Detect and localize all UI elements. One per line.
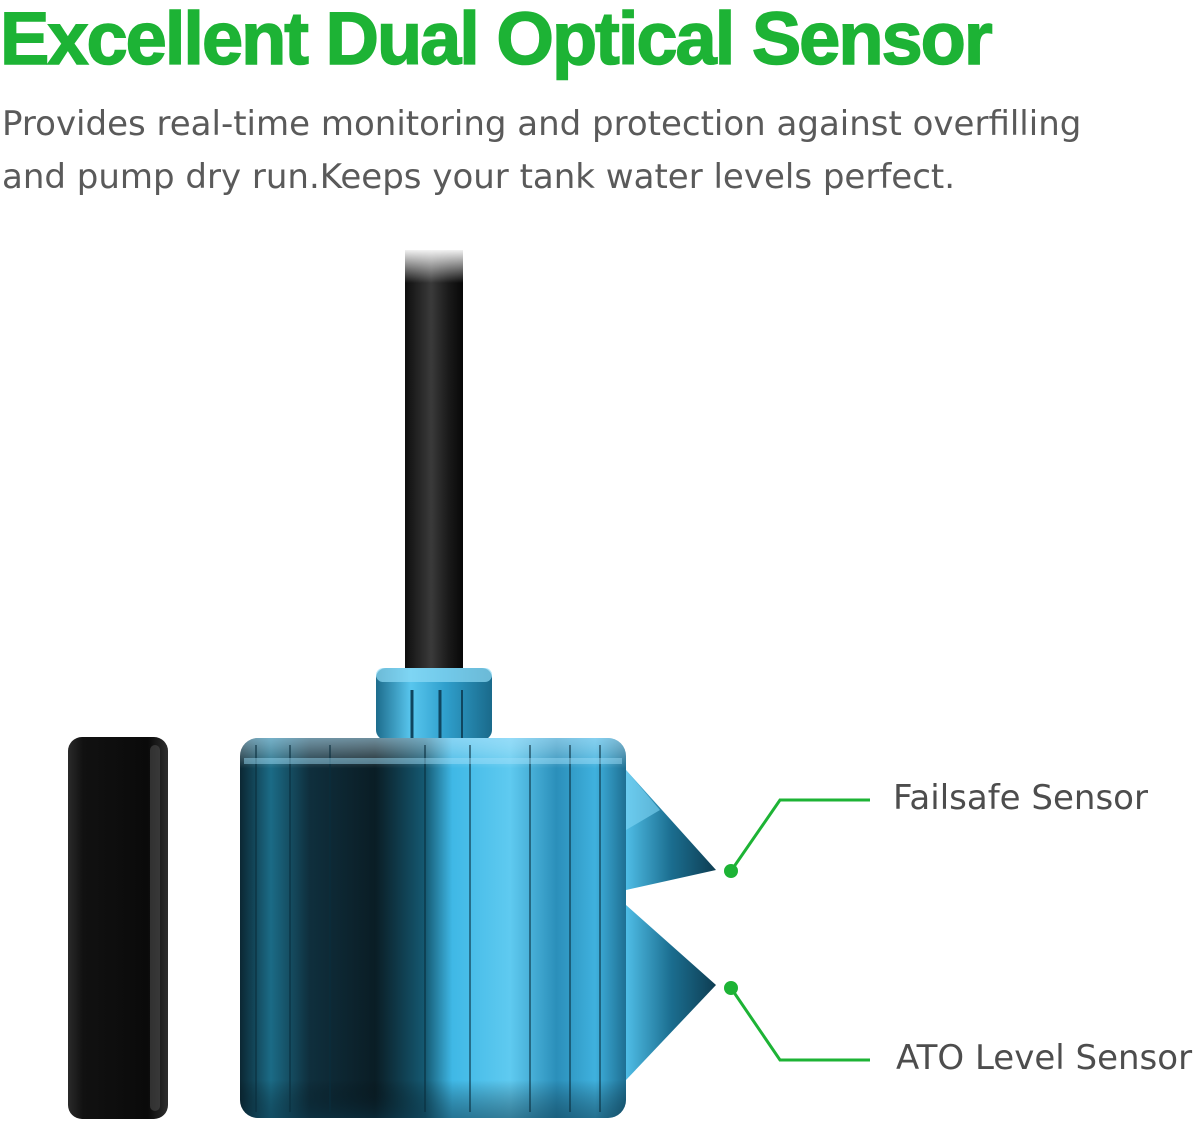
ato-level-sensor-label: ATO Level Sensor [896,1038,1193,1078]
ato-callout-line [729,987,870,1062]
page-title: Excellent Dual Optical Sensor [0,0,993,81]
failsafe-callout-dot [724,864,738,878]
failsafe-sensor-label: Failsafe Sensor [893,778,1148,818]
ato-callout-dot [724,981,738,995]
ato-prism [626,905,716,1080]
page-subtitle: Provides real-time monitoring and protec… [2,98,1192,204]
subtitle-line-2: and pump dry run.Keeps your tank water l… [2,157,956,197]
failsafe-callout-line [729,798,870,872]
magnet-holder [68,737,168,1119]
subtitle-line-1: Provides real-time monitoring and protec… [2,104,1082,144]
